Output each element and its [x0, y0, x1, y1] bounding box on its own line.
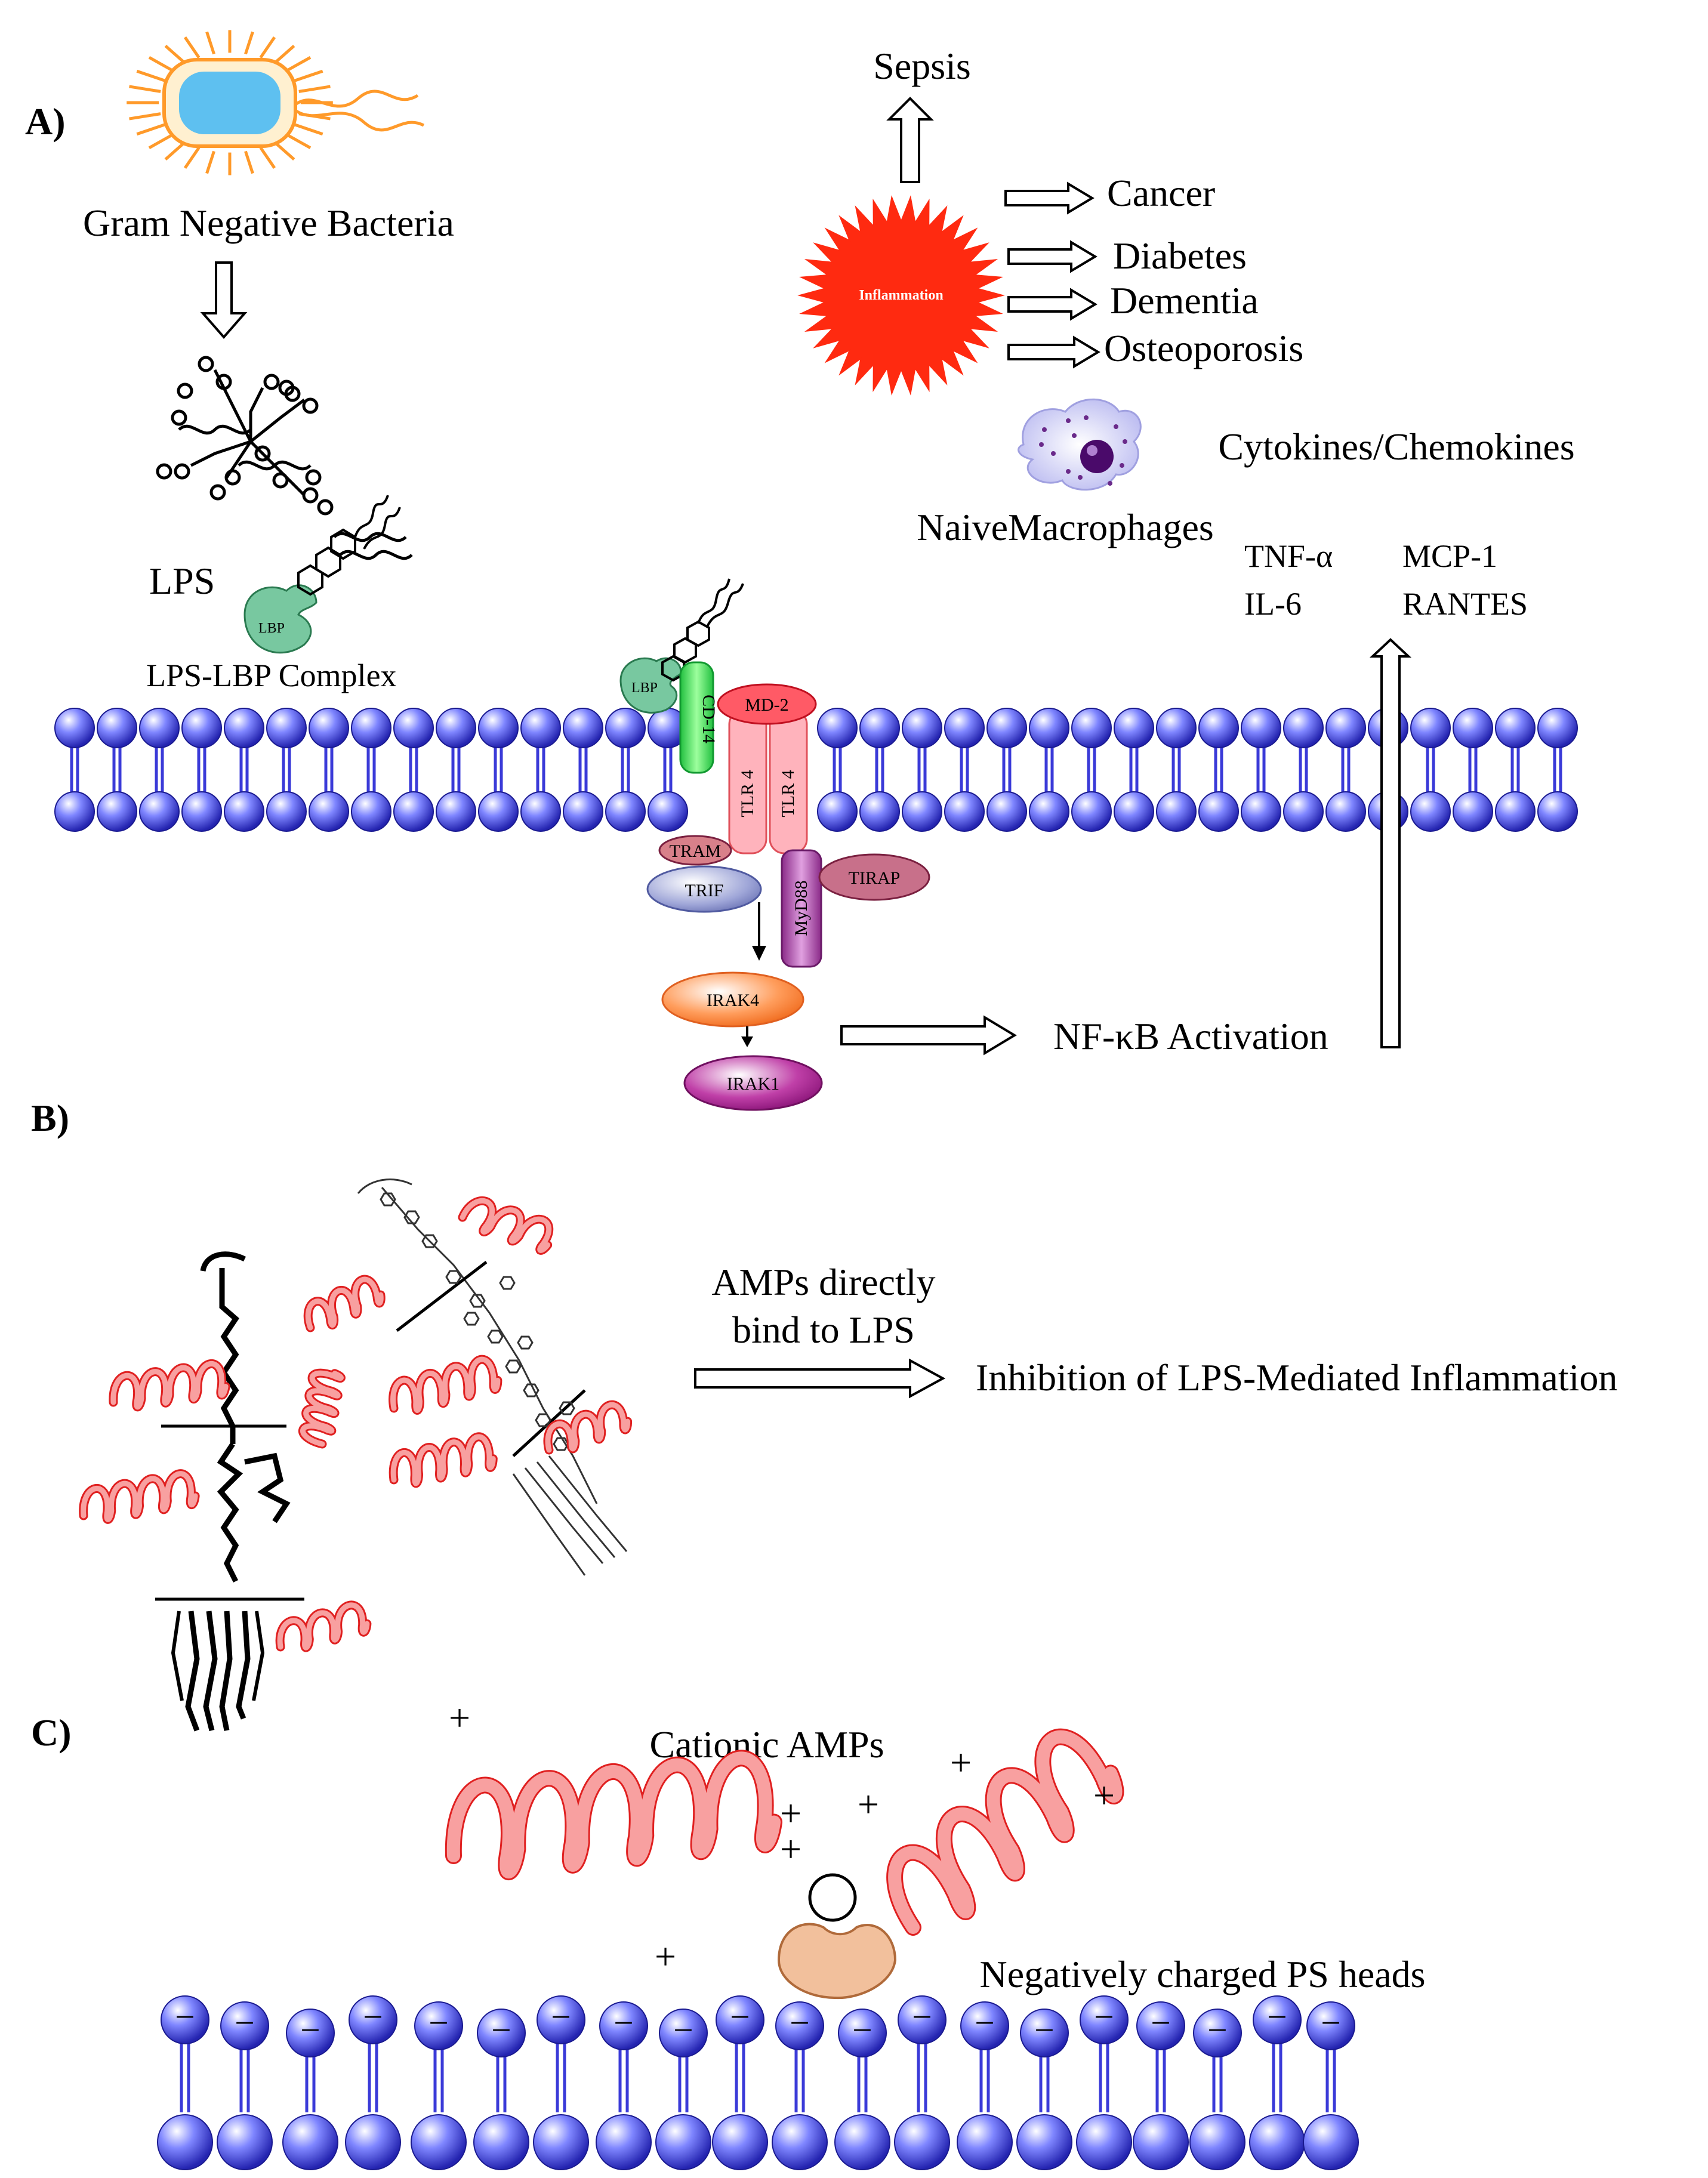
bacteria-to-lps-arrow: [200, 261, 248, 340]
cationic-amps-label: Cationic AMPs: [650, 1723, 884, 1766]
disease-diabetes: Diabetes: [1113, 235, 1247, 277]
tram-protein: [658, 835, 732, 866]
cytokine-il-6: IL-6: [1244, 586, 1302, 622]
negative-charge: –: [365, 1996, 382, 2032]
negative-charge: –: [914, 1996, 931, 2032]
disease-dementia: Dementia: [1110, 279, 1259, 322]
negative-charge: –: [675, 2009, 692, 2045]
amps-bind-lps-line2: bind to LPS: [732, 1309, 915, 1351]
negative-charge: –: [615, 2002, 633, 2038]
md2-label: MD-2: [745, 695, 788, 715]
negative-charge: –: [1322, 2002, 1340, 2038]
tirap-label: TIRAP: [849, 868, 901, 888]
negative-charge: –: [1096, 1996, 1113, 2032]
ps-head-open-circle: [808, 1873, 857, 1922]
irak1-label: IRAK1: [727, 1074, 779, 1094]
lps-molecule-icon: [156, 356, 413, 560]
negative-charge: –: [493, 2009, 510, 2045]
inflammation-label: Inflammation: [859, 288, 943, 303]
negative-charge: –: [430, 2002, 448, 2038]
inhibition-label: Inhibition of LPS-Mediated Inflammation: [976, 1356, 1617, 1399]
negative-charge: –: [854, 2009, 871, 2045]
inflammation-to-sepsis-arrow: [886, 97, 934, 183]
tlr4-receptor-complex: LBP CD-14 TLR 4 TLR 4 MD-2 TRAM TRIF MyD…: [619, 578, 930, 1111]
lps-structure-right: [357, 1179, 628, 1576]
inflammation-starburst: [797, 195, 1005, 396]
irak4-protein: [661, 971, 804, 1028]
myd88-protein: [781, 849, 822, 968]
lps-lbp-complex: LBP: [243, 495, 401, 654]
panel-b-label: B): [31, 1097, 69, 1139]
plus-charge: +: [780, 1792, 801, 1834]
tlr4-label-right: TLR 4: [778, 770, 798, 817]
trif-protein: [646, 865, 762, 913]
panel-c-label: C): [31, 1711, 72, 1754]
negative-charge: –: [177, 1996, 194, 2032]
negative-charge: –: [1269, 1996, 1286, 2032]
chemokine-rantes: RANTES: [1402, 586, 1528, 622]
plus-charge: +: [1093, 1774, 1115, 1816]
irak4-label: IRAK4: [707, 991, 759, 1010]
negative-charge: –: [732, 1996, 749, 2032]
md2-protein: [717, 683, 817, 725]
sepsis-label: Sepsis: [873, 45, 971, 87]
plus-charge: +: [858, 1783, 879, 1825]
arrow-osteoporosis: [1007, 335, 1100, 369]
lbp-label: LBP: [258, 621, 285, 636]
cytokine-tnf-alpha: TNF-α: [1244, 538, 1333, 574]
lbp-on-cd14-label: LBP: [631, 680, 658, 696]
negative-charge: –: [1209, 2009, 1226, 2045]
naive-macrophage-icon: [1018, 398, 1142, 491]
plus-charge: +: [950, 1741, 972, 1784]
negative-charge: –: [1036, 2009, 1053, 2045]
negative-charge: –: [302, 2009, 319, 2045]
lps-lbp-complex-label: LPS-LBP Complex: [146, 658, 397, 693]
cytokines-chemokines-label: Cytokines/Chemokines: [1218, 425, 1574, 468]
chemokine-mcp-1: MCP-1: [1402, 538, 1497, 574]
irak-to-nfkb-arrow: [840, 1015, 1017, 1056]
binding-pocket-shape: [777, 1923, 897, 2000]
negative-charge: –: [236, 2002, 254, 2038]
disease-cancer: Cancer: [1107, 172, 1215, 214]
tram-label: TRAM: [670, 841, 722, 861]
ps-membrane-bilayer: ––––––––––––––––––––: [157, 1995, 1359, 2170]
positive-charges: +++++++: [449, 1696, 1115, 1978]
arrow-diabetes: [1007, 240, 1097, 273]
negative-charge: –: [1152, 2002, 1170, 2038]
lps-structure-left: [155, 1251, 304, 1732]
amps-to-inhibition-arrow: [694, 1358, 946, 1399]
negatively-charged-ps-heads-label: Negatively charged PS heads: [979, 1953, 1425, 1995]
negative-charge: –: [791, 2002, 809, 2038]
myd88-label: MyD88: [791, 880, 811, 936]
arrow-dementia: [1007, 288, 1097, 321]
amp-helices-bound-to-lps: [79, 1196, 633, 1652]
negative-charge: –: [553, 1996, 570, 2032]
tirap-protein: [818, 853, 930, 901]
cationic-amp-helices: [445, 1728, 1124, 1936]
cell-membrane-bilayer: [54, 708, 1578, 832]
irak1-protein: [683, 1055, 823, 1111]
trif-label: TRIF: [685, 881, 723, 900]
bacterium-icon: [127, 30, 425, 175]
cd14-label: CD-14: [699, 695, 719, 744]
tlr4-label-left: TLR 4: [738, 770, 757, 817]
arrow-cancer: [1004, 181, 1095, 215]
negative-charge: –: [976, 2002, 994, 2038]
disease-osteoporosis: Osteoporosis: [1104, 327, 1303, 369]
naive-macrophages-label: NaiveMacrophages: [917, 506, 1214, 548]
plus-charge: +: [780, 1828, 801, 1870]
cd14-receptor: [679, 661, 714, 774]
nfkb-to-cytokines-arrow: [1369, 638, 1412, 1048]
nfkb-activation-label: NF-κB Activation: [1053, 1015, 1328, 1057]
gram-negative-bacteria-label: Gram Negative Bacteria: [83, 202, 454, 244]
plus-charge: +: [449, 1696, 470, 1739]
lps-label: LPS: [149, 560, 215, 602]
amps-bind-lps-line1: AMPs directly: [711, 1261, 935, 1303]
plus-charge: +: [655, 1935, 676, 1978]
panel-a-label: A): [25, 100, 66, 143]
